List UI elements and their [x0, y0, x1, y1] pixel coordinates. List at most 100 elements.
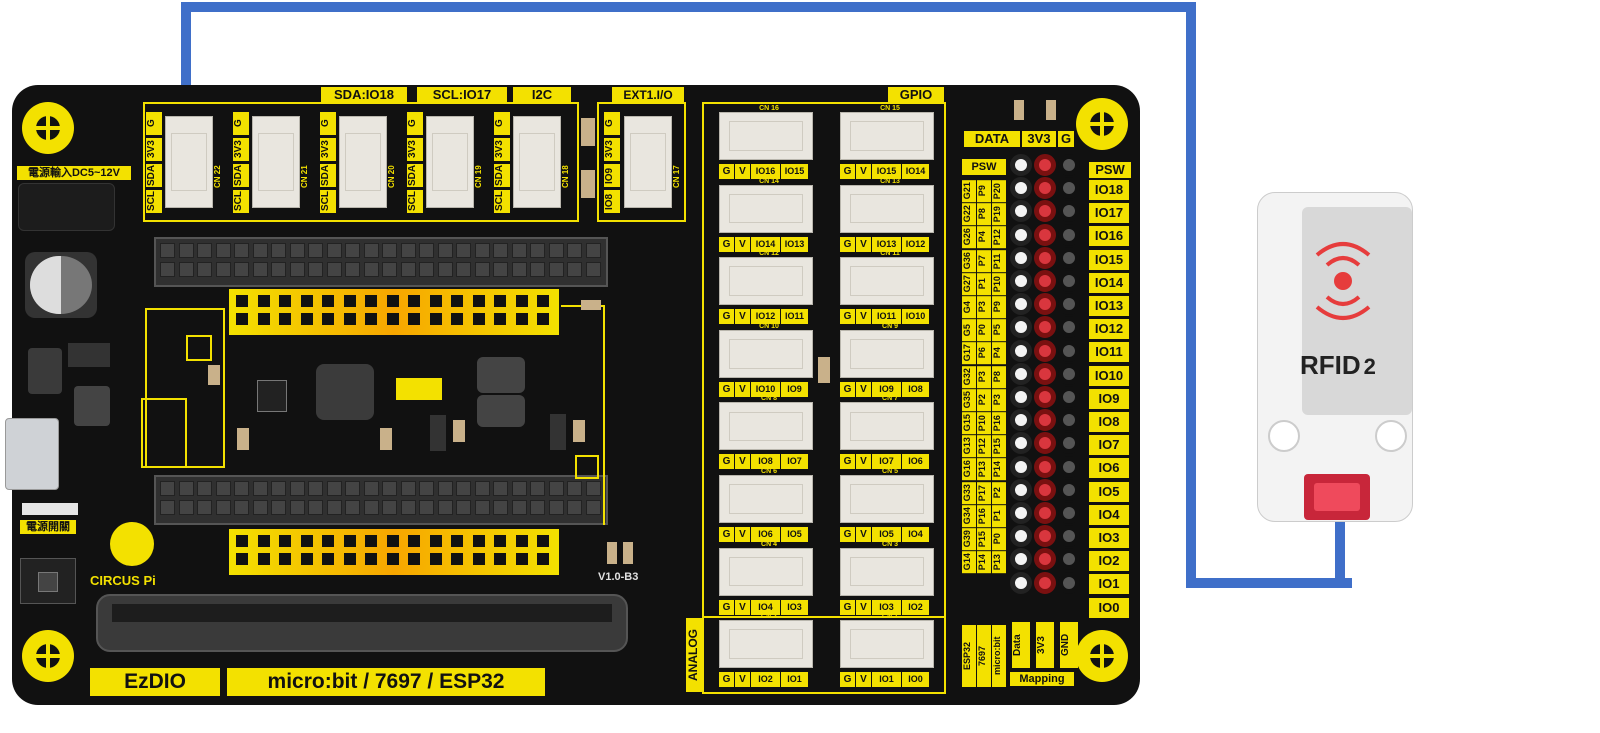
- gpio-connector[interactable]: [719, 257, 813, 306]
- v3-pin[interactable]: [1034, 478, 1056, 501]
- v3-pin[interactable]: [1034, 455, 1056, 478]
- v3-pin[interactable]: [1034, 362, 1056, 385]
- gnd-pin[interactable]: [1058, 223, 1080, 246]
- dc-jack[interactable]: [18, 183, 115, 231]
- gpio-connector[interactable]: [840, 112, 934, 160]
- gpio-pin-label: V: [856, 599, 872, 615]
- gnd-pin[interactable]: [1058, 571, 1080, 594]
- gnd-pin[interactable]: [1058, 455, 1080, 478]
- data-pin[interactable]: [1010, 316, 1032, 339]
- data-pin[interactable]: [1010, 154, 1032, 176]
- i2c-connector[interactable]: [513, 116, 561, 208]
- gnd-pin[interactable]: [1058, 246, 1080, 269]
- header-pin: [493, 262, 508, 277]
- header-pin: [289, 500, 305, 515]
- gnd-pin[interactable]: [1058, 270, 1080, 292]
- micro-usb-port[interactable]: [5, 418, 59, 490]
- gpio-connector[interactable]: [840, 620, 934, 669]
- v3-pin[interactable]: [1034, 270, 1056, 292]
- data-pin[interactable]: [1010, 362, 1032, 385]
- gnd-pin[interactable]: [1058, 316, 1080, 339]
- gpio-connector[interactable]: [719, 475, 813, 523]
- i2c-connector[interactable]: [165, 116, 213, 208]
- gnd-pin[interactable]: [1058, 177, 1080, 200]
- gpio-connector[interactable]: [719, 112, 813, 160]
- ext-connector[interactable]: [624, 116, 672, 208]
- v3-pin[interactable]: [1034, 525, 1056, 548]
- data-pin[interactable]: [1010, 339, 1032, 362]
- gpio-connector[interactable]: [840, 257, 934, 306]
- header-pin: [585, 500, 601, 515]
- gnd-pin[interactable]: [1058, 432, 1080, 455]
- gnd-pin[interactable]: [1058, 502, 1080, 524]
- v3-pin[interactable]: [1034, 432, 1056, 455]
- gpio-connector[interactable]: [719, 184, 813, 233]
- v3-pin[interactable]: [1034, 223, 1056, 246]
- gnd-pin[interactable]: [1058, 154, 1080, 176]
- data-pin[interactable]: [1010, 548, 1032, 571]
- data-pin[interactable]: [1010, 455, 1032, 478]
- data-pin[interactable]: [1010, 409, 1032, 432]
- gpio-connector[interactable]: [840, 184, 934, 233]
- v3-pin[interactable]: [1034, 177, 1056, 200]
- gpio-connector[interactable]: [840, 402, 934, 451]
- data-pin[interactable]: [1010, 571, 1032, 594]
- label-sda: SDA:IO18: [321, 87, 407, 103]
- gpio-connector[interactable]: [719, 329, 813, 378]
- gpio-connector[interactable]: [840, 475, 934, 523]
- gpio-pin-label: G: [840, 236, 856, 252]
- gpio-connector[interactable]: [719, 620, 813, 669]
- data-pin[interactable]: [1010, 177, 1032, 200]
- data-pin[interactable]: [1010, 502, 1032, 524]
- gnd-pin[interactable]: [1058, 362, 1080, 385]
- gpio-connector[interactable]: [719, 402, 813, 451]
- edge-connector-inner: [112, 604, 612, 622]
- gnd-pin[interactable]: [1058, 339, 1080, 362]
- data-pin[interactable]: [1010, 293, 1032, 316]
- gnd-pin[interactable]: [1058, 409, 1080, 432]
- gpio-connector[interactable]: [719, 547, 813, 596]
- header-pin: [197, 262, 212, 277]
- gpio-connector[interactable]: [840, 547, 934, 596]
- strip-pin-hole: [472, 553, 485, 565]
- v3-pin[interactable]: [1034, 386, 1056, 408]
- gnd-pin[interactable]: [1058, 548, 1080, 571]
- gnd-pin[interactable]: [1058, 293, 1080, 316]
- v3-pin[interactable]: [1034, 339, 1056, 362]
- v3-pin[interactable]: [1034, 200, 1056, 223]
- gnd-pin[interactable]: [1058, 478, 1080, 501]
- i2c-connector[interactable]: [339, 116, 387, 208]
- v3-pin[interactable]: [1034, 293, 1056, 316]
- data-pin[interactable]: [1010, 270, 1032, 292]
- gpio-connector[interactable]: [840, 329, 934, 378]
- led-a: [581, 118, 595, 146]
- map-7697-cell: P15: [977, 528, 991, 551]
- button-small[interactable]: [186, 335, 212, 361]
- gnd-pin[interactable]: [1058, 200, 1080, 223]
- data-pin[interactable]: [1010, 223, 1032, 246]
- resistor-v1: [607, 542, 617, 564]
- i2c-connector[interactable]: [426, 116, 474, 208]
- data-pin[interactable]: [1010, 525, 1032, 548]
- gnd-pin[interactable]: [1058, 525, 1080, 548]
- v3-pin[interactable]: [1034, 548, 1056, 571]
- map-7697-cell: P16: [977, 504, 991, 527]
- gnd-pin[interactable]: [1058, 386, 1080, 408]
- map-io-name: IO2: [1089, 551, 1129, 572]
- data-pin[interactable]: [1010, 386, 1032, 408]
- data-pin[interactable]: [1010, 478, 1032, 501]
- power-switch-knob[interactable]: [38, 572, 58, 592]
- v3-pin[interactable]: [1034, 502, 1056, 524]
- v3-pin[interactable]: [1034, 246, 1056, 269]
- v3-pin[interactable]: [1034, 571, 1056, 594]
- v3-pin[interactable]: [1034, 316, 1056, 339]
- gpio-connector-id: CN 11: [880, 250, 900, 258]
- header-pin: [548, 262, 564, 277]
- v3-pin[interactable]: [1034, 154, 1056, 176]
- data-pin[interactable]: [1010, 432, 1032, 455]
- data-pin[interactable]: [1010, 200, 1032, 223]
- v3-pin[interactable]: [1034, 409, 1056, 432]
- data-pin[interactable]: [1010, 246, 1032, 269]
- i2c-connector[interactable]: [252, 116, 300, 208]
- button-small-2[interactable]: [575, 455, 599, 479]
